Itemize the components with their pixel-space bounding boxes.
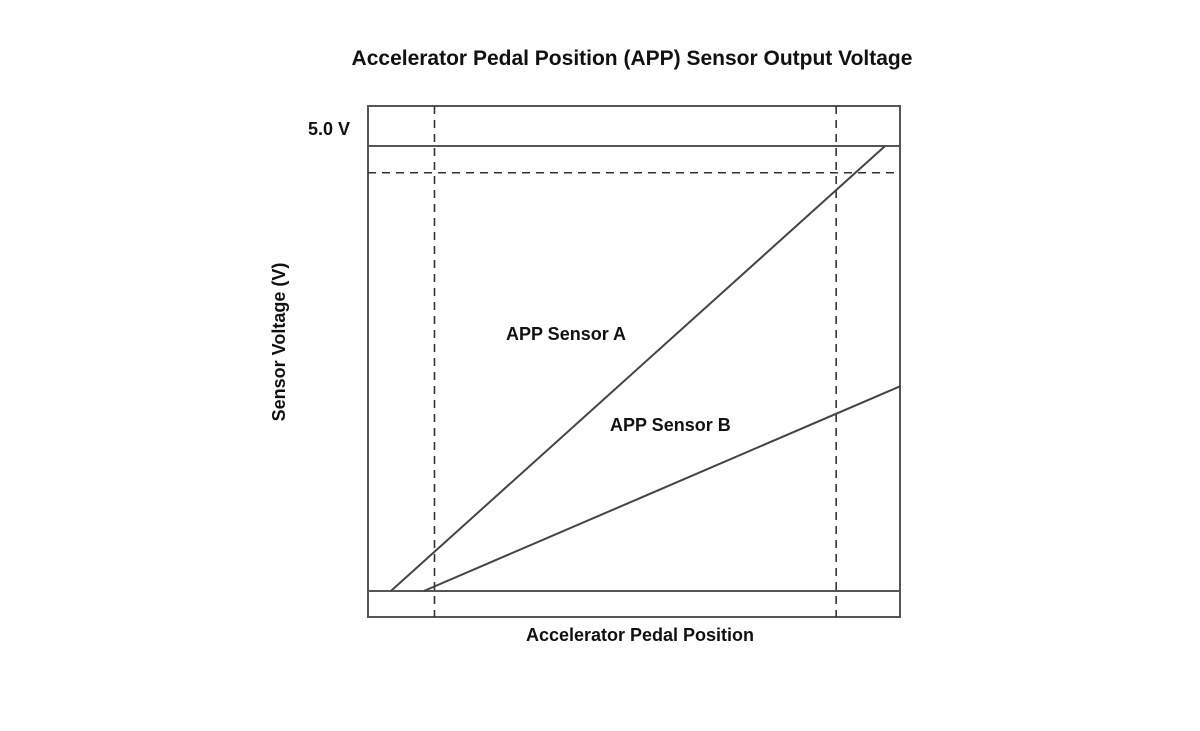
series-line-app-sensor-a — [390, 145, 886, 592]
series-label-b: APP Sensor B — [610, 415, 731, 435]
series-label-a: APP Sensor A — [506, 324, 626, 344]
y-tick-label-max: 5.0 V — [308, 119, 350, 139]
series-line-app-sensor-b — [423, 385, 901, 592]
plot-area — [367, 105, 901, 618]
chart-title: Accelerator Pedal Position (APP) Sensor … — [352, 47, 913, 70]
x-axis-label: Accelerator Pedal Position — [526, 625, 754, 645]
y-axis-label: Sensor Voltage (V) — [269, 263, 289, 422]
plot-frame — [367, 105, 901, 618]
